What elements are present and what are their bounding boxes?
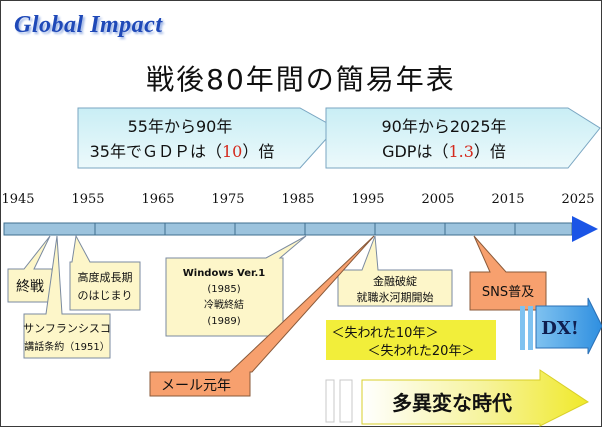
lost-decades-box: ＜失われた10年＞ ＜失われた20年＞: [326, 320, 496, 360]
event-windows-line2: (1985): [207, 284, 240, 295]
timeline-bar: [3, 216, 598, 242]
event-sf-treaty-line2: 講話条約（1951）: [24, 340, 109, 353]
year-label-1995: 1995: [351, 192, 384, 207]
event-sf-treaty-line1: サンフランシスコ: [23, 322, 111, 335]
callout-sns: SNS普及: [469, 235, 547, 311]
period-1-line2: 35年でＧＤＰは（10）倍: [90, 142, 275, 161]
brand-logo-text: Global Impact: [14, 12, 163, 38]
year-label-1955: 1955: [71, 192, 104, 207]
period-arrow-1955-1990: 55年から90年 35年でＧＤＰは（10）倍: [77, 107, 337, 169]
year-labels: 1945 1955 1965 1975 1985 1995 2005 2015 2025: [1, 192, 594, 207]
era-arrow: 多異変な時代: [325, 369, 589, 427]
period-1-multiplier: 10: [222, 142, 242, 161]
event-email: メール元年: [161, 378, 231, 394]
callout-email: メール元年: [149, 235, 375, 397]
year-label-2025: 2025: [561, 192, 594, 207]
event-end-of-war: 終戦: [16, 279, 44, 295]
page-title: 戦後80年間の簡易年表: [146, 63, 456, 96]
event-high-growth-line2: のはじまり: [78, 289, 133, 302]
period-2-line2-pre: GDPは（: [382, 142, 448, 161]
event-financial-line1: 金融破綻: [373, 274, 417, 288]
dx-arrow: DX!: [520, 297, 602, 355]
period-2-line1: 90年から2025年: [381, 117, 506, 136]
period-1-line2-post: ）倍: [242, 142, 274, 161]
period-1-line2-pre: 35年でＧＤＰは（: [90, 142, 222, 161]
event-windows-line4: (1989): [207, 316, 240, 327]
event-sns: SNS普及: [482, 285, 534, 300]
event-lost-20: ＜失われた20年＞: [368, 344, 475, 359]
year-label-1975: 1975: [211, 192, 244, 207]
period-2-line2: GDPは（1.3）倍: [382, 142, 506, 161]
callout-high-growth: 高度成長期 のはじまり: [69, 234, 141, 311]
period-2-multiplier: 1.3: [448, 142, 473, 161]
period-2-line2-post: ）倍: [474, 142, 506, 161]
year-label-1985: 1985: [281, 192, 314, 207]
event-financial-line2: 就職氷河期開始: [357, 290, 434, 304]
year-label-2005: 2005: [421, 192, 454, 207]
event-era: 多異変な時代: [392, 391, 512, 415]
period-1-line1: 55年から90年: [128, 117, 233, 136]
callout-financial: 金融破綻 就職氷河期開始: [337, 235, 453, 307]
year-label-2015: 2015: [491, 192, 524, 207]
event-windows-line3: 冷戦終結: [204, 298, 244, 311]
callout-windows: Windows Ver.1 (1985) 冷戦終結 (1989): [165, 235, 307, 337]
timeline-ticks: [94, 223, 516, 235]
callout-sf-treaty: サンフランシスコ 講話条約（1951）: [23, 235, 111, 359]
year-label-1945: 1945: [1, 192, 34, 207]
callout-end-of-war: 終戦: [7, 235, 53, 303]
event-dx: DX!: [541, 318, 578, 339]
event-high-growth-line1: 高度成長期: [78, 270, 133, 284]
period-arrow-1990-2025: 90年から2025年 GDPは（1.3）倍: [325, 107, 601, 169]
event-windows-line1: Windows Ver.1: [183, 268, 266, 279]
timeline-arrow-head: [572, 216, 598, 242]
event-lost-10: ＜失われた10年＞: [332, 326, 439, 341]
year-label-1965: 1965: [141, 192, 174, 207]
